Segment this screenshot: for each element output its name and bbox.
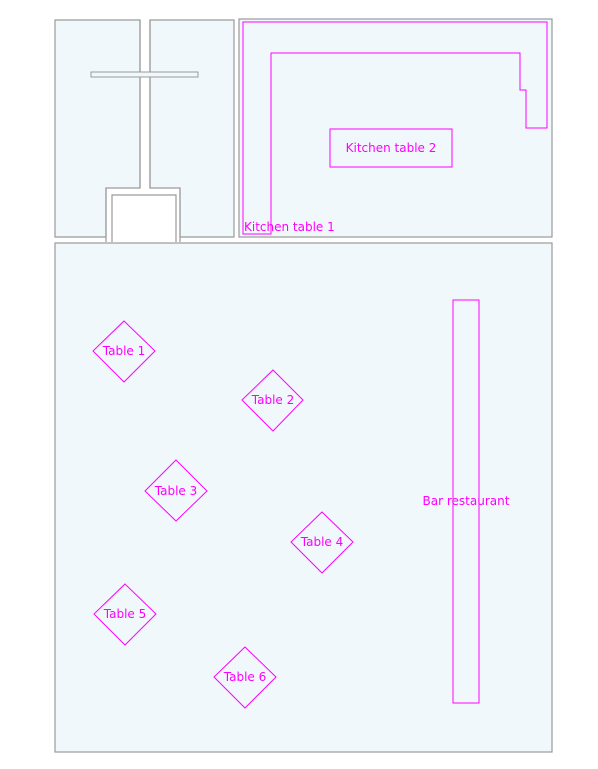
table-4-label: Table 4 <box>300 535 343 549</box>
storage-area <box>149 19 235 238</box>
table-1[interactable] <box>92 320 156 383</box>
restaurant-hall <box>54 242 553 753</box>
table-6-label: Table 6 <box>223 670 266 684</box>
kitchen-room <box>238 18 553 238</box>
bar: Bar restaurant <box>423 299 510 704</box>
kitchen-table-1[interactable] <box>242 21 548 235</box>
table-3[interactable] <box>144 459 208 522</box>
table-1-label: Table 1 <box>102 344 145 358</box>
washroom-area <box>54 19 141 238</box>
bar-label: Bar restaurant <box>423 494 510 508</box>
kitchen-table-2[interactable] <box>329 128 453 168</box>
corridor-wall <box>111 194 177 242</box>
walls <box>54 18 553 753</box>
table-6[interactable] <box>213 646 277 709</box>
bar-counter[interactable] <box>452 299 480 704</box>
table-2-label: Table 2 <box>251 393 294 407</box>
table-2[interactable] <box>241 369 304 432</box>
table-5[interactable] <box>93 583 157 646</box>
kitchen-table-2-label: Kitchen table 2 <box>346 141 437 155</box>
partition-bar <box>90 71 199 78</box>
kitchen-furniture: Kitchen table 1 Kitchen table 2 <box>242 21 548 235</box>
corridor-divider <box>105 20 181 242</box>
restaurant-tables: Table 1 Table 2 Table 3 Table 4 Table 5 … <box>92 320 354 709</box>
kitchen-table-1-label: Kitchen table 1 <box>244 220 335 234</box>
table-5-label: Table 5 <box>103 607 146 621</box>
table-3-label: Table 3 <box>154 484 197 498</box>
table-4[interactable] <box>290 511 354 574</box>
